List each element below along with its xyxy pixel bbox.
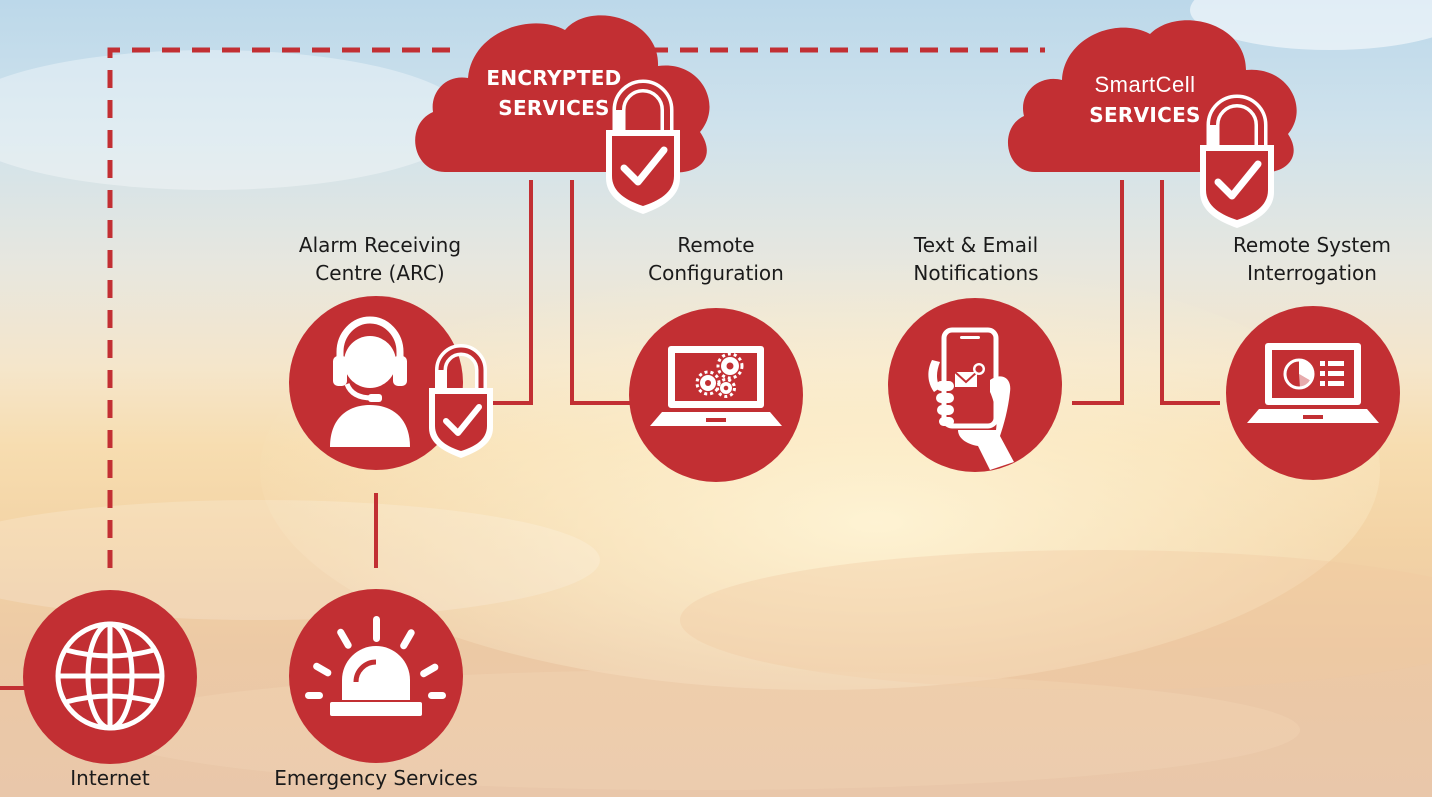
siren-light-icon (305, 616, 446, 716)
globe-icon (55, 621, 165, 731)
arc-label-line1: Alarm Receiving (298, 233, 462, 257)
notifications-label-line1: Text & Email (913, 233, 1039, 257)
headset-operator-icon (330, 316, 410, 447)
encrypted-services-cloud (415, 15, 710, 214)
encrypted-services-title: ENCRYPTED SERVICES (474, 63, 634, 123)
interrogation-node (1226, 306, 1400, 480)
remote-config-label-line1: Remote (677, 233, 755, 257)
interrogation-label-line2: Interrogation (1247, 261, 1377, 285)
encrypted-services-line1: ENCRYPTED (486, 66, 622, 90)
internet-label-text: Internet (70, 766, 150, 790)
remote-config-label-line2: Configuration (648, 261, 784, 285)
notifications-node (888, 298, 1062, 472)
connector-lines (374, 180, 1220, 568)
phone-in-hand-icon (928, 327, 1014, 470)
smartcell-services-title: SmartCell SERVICES (1065, 70, 1225, 130)
internet-node (23, 590, 197, 764)
remote-config-node (629, 308, 803, 482)
remote-config-label: Remote Configuration (616, 231, 816, 287)
padlock-shield-check-icon (606, 79, 680, 214)
laptop-chart-icon (1247, 343, 1379, 423)
emergency-label: Emergency Services (246, 764, 506, 792)
emergency-label-text: Emergency Services (274, 766, 478, 790)
laptop-gears-icon (650, 346, 782, 426)
smartcell-services-cloud (1007, 20, 1297, 228)
notifications-label: Text & Email Notifications (876, 231, 1076, 287)
arc-label: Alarm Receiving Centre (ARC) (270, 231, 490, 287)
internet-dashed-link (107, 47, 1045, 568)
interrogation-label: Remote System Interrogation (1200, 231, 1424, 287)
emergency-node (289, 589, 463, 763)
encrypted-services-line2: SERVICES (498, 96, 610, 120)
smartcell-brand-name: SmartCell (1094, 72, 1196, 97)
arc-node (289, 296, 493, 470)
smartcell-services-line2: SERVICES (1089, 103, 1201, 127)
padlock-shield-check-icon (1200, 94, 1274, 228)
padlock-shield-check-icon (429, 344, 493, 458)
interrogation-label-line1: Remote System (1232, 233, 1392, 257)
notifications-label-line2: Notifications (913, 261, 1039, 285)
internet-label: Internet (40, 764, 180, 792)
arc-label-line2: Centre (ARC) (315, 261, 445, 285)
